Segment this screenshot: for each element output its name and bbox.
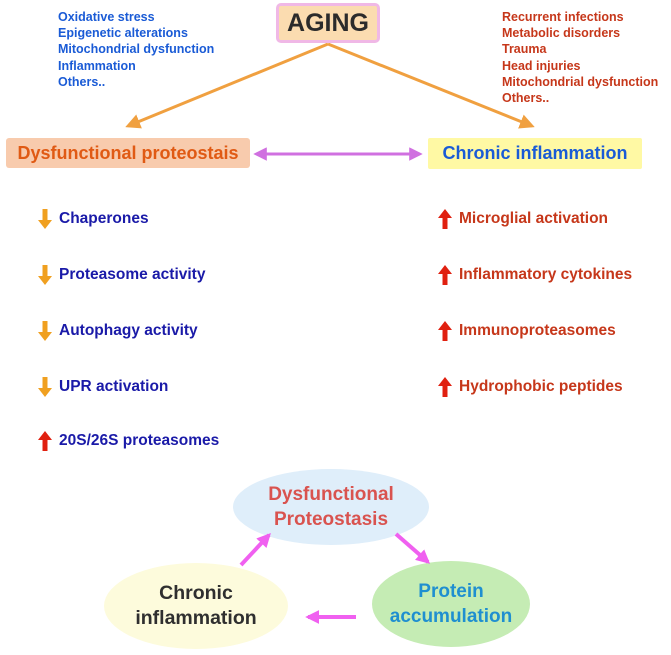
change-item: Hydrophobic peptides (437, 376, 623, 398)
right-factor: Metabolic disorders (502, 26, 621, 41)
left-factor: Oxidative stress (58, 10, 155, 24)
arrow-down-icon (37, 376, 53, 398)
cycle-top-line: Proteostasis (273, 509, 389, 530)
cycle-left-line: inflammation (135, 607, 257, 629)
right-factor: Mitochondrial dysfunction (502, 74, 659, 89)
change-item: UPR activation (37, 376, 168, 398)
aging-to-inflammation-arrow (327, 42, 535, 129)
arrow-down-icon (37, 264, 53, 286)
change-item: 20S/26S proteasomes (37, 430, 219, 452)
chronic-inflammation-label: Chronic inflammation (442, 143, 628, 163)
cycle-top-label: Dysfunctional Proteostasis (233, 482, 429, 532)
cycle-right-line: Protein (418, 581, 484, 602)
arrow-up-icon (437, 320, 453, 342)
change-item: Chaperones (37, 208, 149, 230)
change-label: Hydrophobic peptides (459, 378, 623, 395)
left-factor: Epigenetic alterations (58, 26, 188, 41)
change-label: Autophagy activity (59, 322, 198, 339)
arrow-down-icon (37, 320, 53, 342)
change-label: Immunoproteasomes (459, 322, 616, 339)
change-item: Inflammatory cytokines (437, 264, 632, 286)
left-factor: Mitochondrial dysfunction (58, 42, 215, 57)
aging-title: AGING (287, 8, 369, 37)
right-factor: Trauma (502, 42, 547, 57)
change-label: Chaperones (59, 210, 149, 227)
ellipse-dysfunctional-proteostasis (233, 469, 429, 545)
left-factor: Others.. (58, 74, 106, 89)
arrow-up-icon (437, 264, 453, 286)
aging-to-proteostasis-arrow (125, 42, 329, 129)
change-label: Inflammatory cytokines (459, 266, 633, 283)
arrow-down-icon (37, 208, 53, 230)
right-factor: Head injuries (502, 58, 581, 73)
chronic-inflammation-box: Chronic inflammation (428, 138, 642, 169)
change-item: Autophagy activity (37, 320, 198, 342)
arrow-up-icon (437, 376, 453, 398)
change-item: Microglial activation (437, 208, 608, 230)
change-label: UPR activation (59, 378, 169, 395)
dysfunctional-proteostasis-box: Dysfunctional proteostais (6, 138, 250, 168)
arrow-up-icon (437, 208, 453, 230)
change-label: 20S/26S proteasomes (59, 432, 220, 449)
aging-box: AGING (276, 3, 380, 43)
dysfunctional-proteostasis-label: Dysfunctional proteostais (17, 142, 239, 163)
cycle-arrow-to-accumulation (394, 532, 431, 564)
right-factor: Recurrent infections (502, 10, 624, 24)
cycle-top-line: Dysfunctional (268, 484, 394, 505)
left-factor: Inflammation (58, 58, 136, 73)
cycle-left-label: Chronic inflammation (104, 581, 288, 631)
change-label: Proteasome activity (59, 266, 206, 283)
right-factor: Others.. (502, 91, 550, 106)
cycle-arrow-to-proteostasis (239, 532, 271, 567)
change-item: Immunoproteasomes (437, 320, 616, 342)
cycle-right-line: accumulation (389, 606, 513, 627)
left-factor-list: Oxidative stress Epigenetic alterations … (58, 9, 214, 90)
right-factor-list: Recurrent infections Metabolic disorders… (502, 9, 658, 106)
arrow-up-icon (37, 430, 53, 452)
change-label: Microglial activation (459, 210, 609, 227)
change-item: Proteasome activity (37, 264, 205, 286)
ellipse-protein-accumulation (372, 561, 530, 647)
ellipse-chronic-inflammation (104, 563, 288, 649)
cycle-left-line: Chronic (159, 582, 233, 604)
cycle-right-label: Protein accumulation (372, 579, 530, 629)
